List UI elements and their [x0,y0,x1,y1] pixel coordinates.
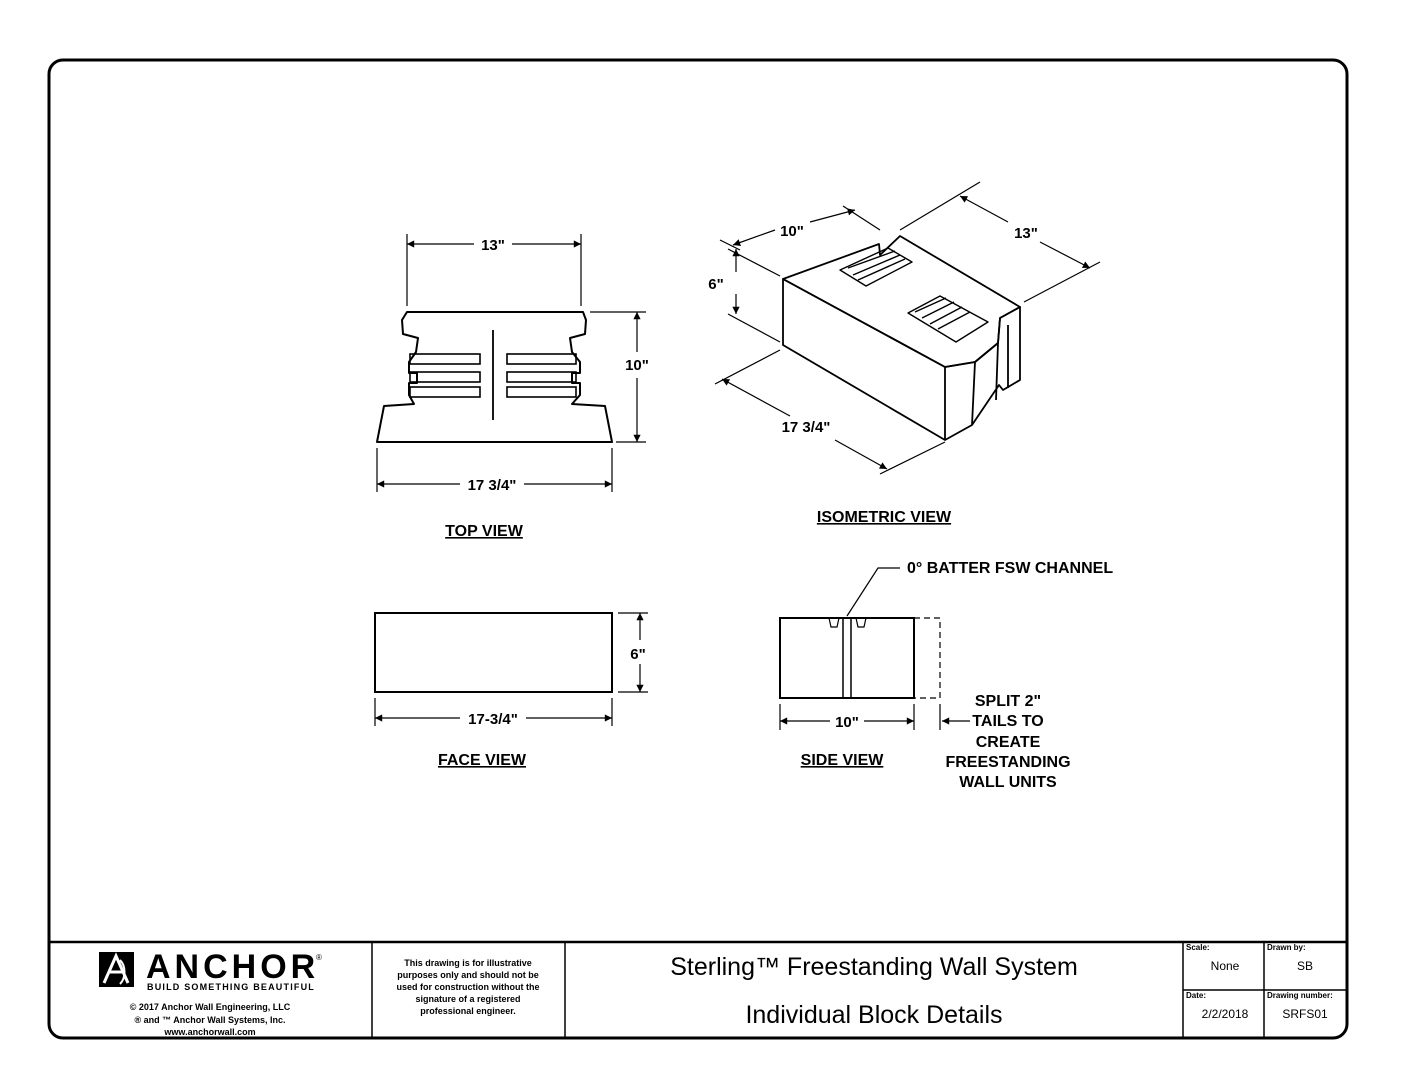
top-dim-13 [406,234,582,306]
note-line-2: TAILS TO [972,713,1043,730]
face-view [374,612,648,726]
iso-dim-6 [727,248,781,343]
disclaimer-line-2: purposes only and should not be [397,970,539,980]
iso-tail [971,306,1021,426]
iso-end-face [944,361,976,441]
iso-channels-right [907,295,989,343]
disclaimer: This drawing is for illustrative purpose… [397,958,540,1016]
company-tagline: BUILD SOMETHING BEAUTIFUL [147,982,315,992]
iso-front-face [782,278,946,441]
disclaimer-line-3: used for construction without the [397,982,540,992]
top-dim-1734 [376,448,613,492]
side-dim-10-label: 10" [835,714,859,731]
note-line-3: CREATE [976,734,1041,751]
face-dim-6-label: 6" [630,646,645,663]
face-dim-length-label: 17-3/4" [468,711,518,728]
iso-dim-1734 [714,349,946,475]
top-dim-10 [590,311,646,443]
iso-dim-10-label: 10" [780,223,804,240]
iso-dim-6-label: 6" [708,276,723,293]
drawn-by-label: Drawn by: [1267,943,1306,952]
face-view-label: FACE VIEW [438,752,527,769]
drawing-subtitle: Individual Block Details [745,1001,1002,1029]
disclaimer-line-5: professional engineer. [420,1006,516,1016]
isometric-view [782,235,1021,441]
scale-label: Scale: [1186,943,1210,952]
iso-channels-left [839,247,913,287]
top-dim-10-label: 10" [625,357,649,374]
website[interactable]: www.anchorwall.com [163,1027,255,1037]
top-dim-1734-label: 17 3/4" [468,477,517,494]
copyright-line-2: ® and ™ Anchor Wall Systems, Inc. [135,1015,286,1025]
top-dim-13-label: 13" [481,237,505,254]
anchor-logo: ANCHOR ® BUILD SOMETHING BEAUTIFUL [99,948,322,992]
isometric-view-label: ISOMETRIC VIEW [817,509,952,526]
title-block [49,940,1347,1038]
iso-dim-1734-label: 17 3/4" [782,419,831,436]
sheet-border [47,58,1349,1040]
disclaimer-line-4: signature of a registered [415,994,520,1004]
drawing-title: Sterling™ Freestanding Wall System [670,953,1078,981]
top-view-outline [376,311,613,443]
top-view-channels [409,353,577,398]
callout-leader [846,567,900,617]
note-line-1: SPLIT 2" [975,693,1041,710]
iso-dim-13-label: 13" [1014,225,1038,242]
iso-dim-13 [899,181,1101,303]
side-view [779,567,970,730]
drawn-by-value: SB [1297,959,1313,973]
company-name: ANCHOR [146,948,319,986]
scale-value: None [1211,959,1240,973]
registered-mark: ® [316,953,322,962]
face-view-outline [374,612,613,693]
side-view-label: SIDE VIEW [801,752,885,769]
top-view-label: TOP VIEW [445,523,524,540]
drawing-number-label: Drawing number: [1267,991,1333,1000]
split-tails-note: SPLIT 2" TAILS TO CREATE FREESTANDING WA… [945,693,1070,791]
copyright-line-1: © 2017 Anchor Wall Engineering, LLC [130,1002,291,1012]
top-view: 13" 10" 17 3/4" TOP VIEW [376,234,649,540]
iso-dim-10 [719,205,881,251]
date-value: 2/2/2018 [1202,1007,1249,1021]
note-line-5: WALL UNITS [959,774,1057,791]
side-view-split-tail [914,617,941,699]
batter-channel-callout: 0° BATTER FSW CHANNEL [907,560,1113,577]
date-label: Date: [1186,991,1206,1000]
side-view-outline [779,617,915,699]
disclaimer-line-1: This drawing is for illustrative [404,958,532,968]
drawing-number-value: SRFS01 [1282,1007,1328,1021]
note-line-4: FREESTANDING [945,754,1070,771]
